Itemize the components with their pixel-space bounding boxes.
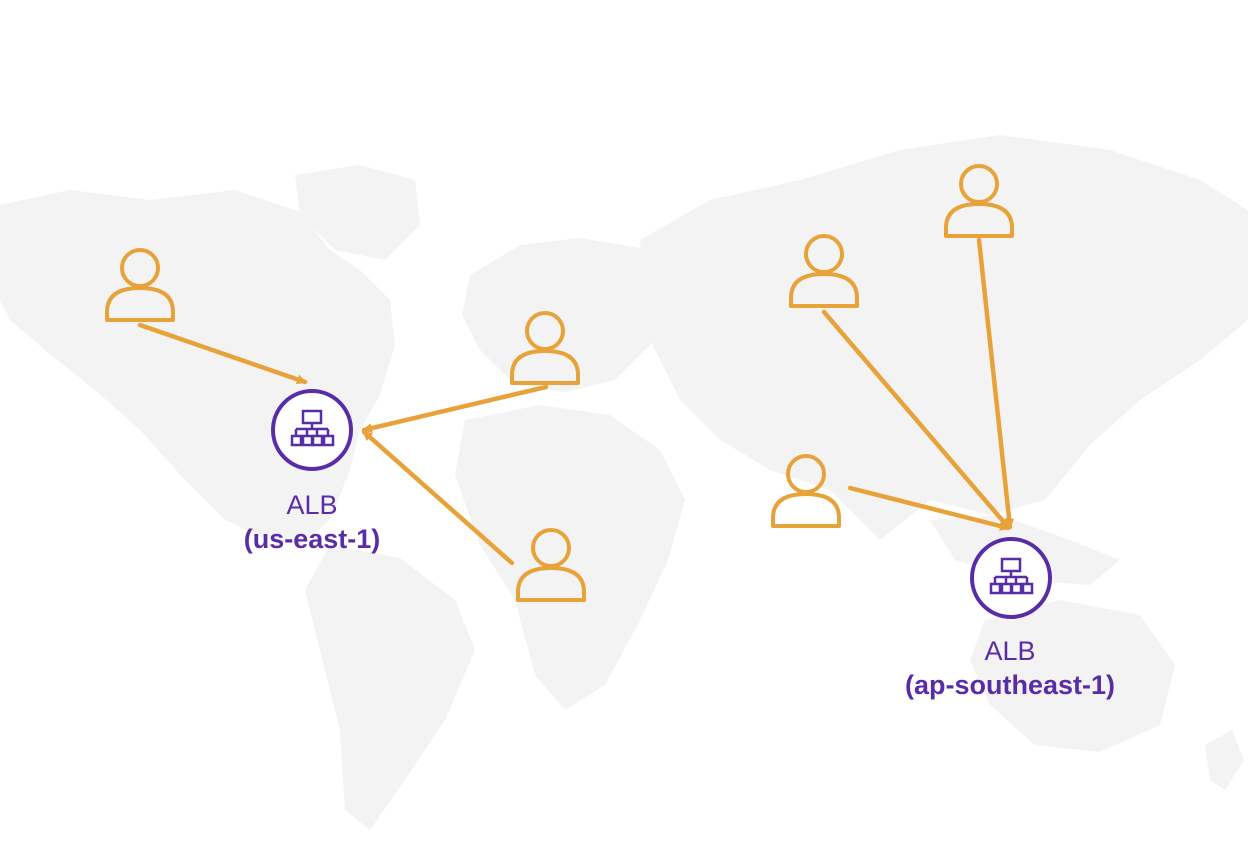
region-new-zealand [1205,730,1244,790]
load-balancer-icon [271,389,353,471]
connection-arrow [847,485,1011,531]
load-balancer-icon [970,537,1052,619]
continent-africa [455,405,685,710]
connection-arrow [821,309,1011,530]
connection-arrow [137,322,308,385]
alb-region: (us-east-1) [243,524,381,554]
connection-arrow [361,384,549,434]
continent-asia [640,135,1248,540]
alb-ap-southeast-label: ALB (ap-southeast-1) [870,634,1150,702]
alb-us-east-label: ALB (us-east-1) [232,488,392,556]
continent-south-america [305,545,475,830]
alb-region: (ap-southeast-1) [904,670,1115,700]
continent-europe [462,238,660,392]
alb-name: ALB [286,490,338,520]
connection-arrow [361,429,515,566]
continent-greenland [295,165,420,260]
alb-name: ALB [984,636,1036,666]
connection-arrow [976,237,1015,530]
continent-australia [970,600,1175,752]
